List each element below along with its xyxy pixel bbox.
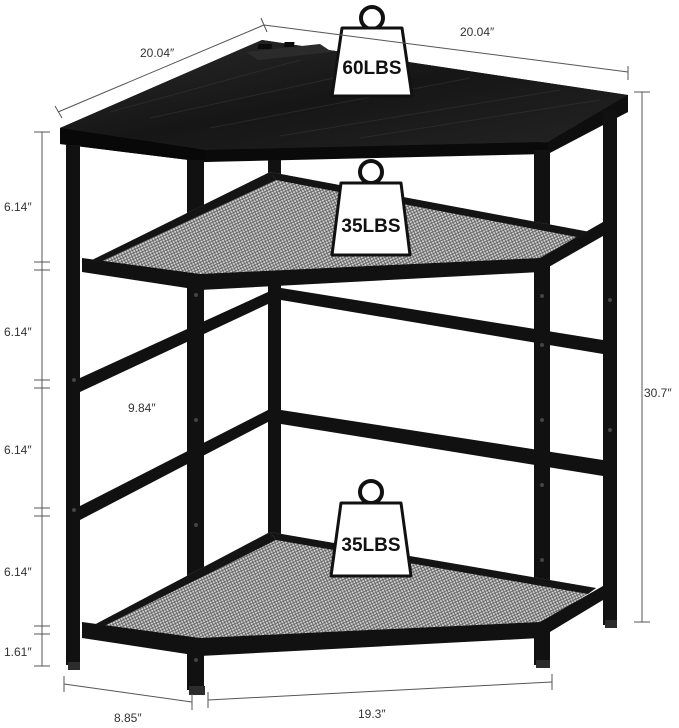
dim-shelf-gap-3: 6.14″ [4,443,32,457]
frame-crossbars [80,288,603,520]
dim-foot-height: 1.61″ [4,645,32,659]
load-label-top: 60LBS [342,58,401,79]
load-label-middle: 35LBS [341,216,400,237]
dim-top-right-width: 20.04″ [460,25,495,39]
dimension-labels: 20.04″ 20.04″ 6.14″ 6.14″ 6.14″ 6.14″ 1.… [4,25,672,725]
dim-bottom-width: 19.3″ [358,707,386,721]
dim-inner-depth: 9.84″ [128,401,156,415]
load-label-bottom: 35LBS [341,535,400,556]
bottom-mesh-shelf [82,532,603,656]
dim-total-height: 30.7″ [644,386,672,400]
load-badge-bottom: 35LBS [329,479,413,578]
table-top [60,40,628,162]
dim-shelf-gap-2: 6.14″ [4,325,32,339]
dim-bottom-depth: 8.85″ [114,711,142,725]
dimension-lines [34,17,650,710]
weight-icon [330,5,414,98]
load-badge-middle: 35LBS [330,159,412,257]
weight-icon [330,159,412,257]
load-badge-top: 60LBS [330,5,414,98]
weight-icon [329,479,413,578]
dim-top-left-width: 20.04″ [140,46,175,60]
dim-shelf-gap-4: 6.14″ [4,565,32,579]
power-outlet-strip [246,42,332,60]
dim-shelf-gap-1: 6.14″ [4,200,32,214]
frame-bolts [72,293,612,662]
frame-legs [66,110,617,695]
